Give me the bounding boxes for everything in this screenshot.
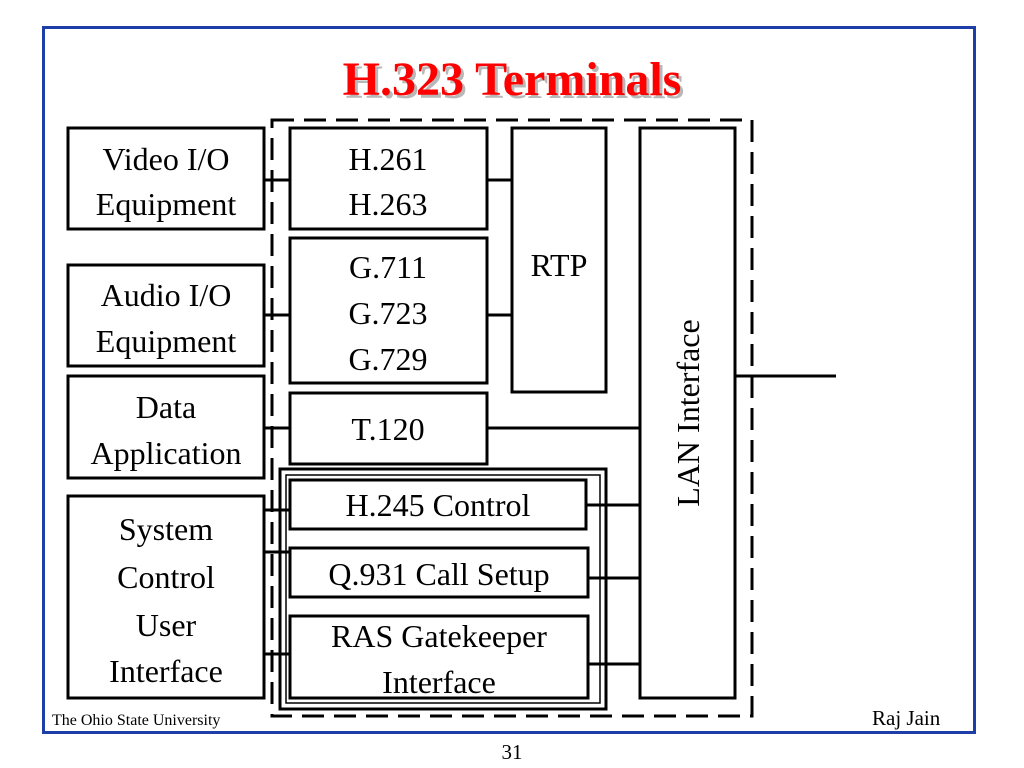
audio-io-box <box>66 263 266 368</box>
data-application-box <box>66 374 266 480</box>
q931-label: Q.931 Call Setup <box>328 556 549 592</box>
lan-interface-box <box>638 126 737 700</box>
page-number: 31 <box>501 740 523 764</box>
ras-label-1: RAS Gatekeeper <box>331 618 547 654</box>
footer-university: The Ohio State University <box>52 712 221 729</box>
connector-lines <box>264 178 836 666</box>
system-control-box <box>66 494 266 700</box>
audio-codec-label-2: G.723 <box>348 295 427 331</box>
video-io-label-2: Equipment <box>96 186 237 222</box>
ras-box <box>288 614 590 700</box>
audio-codec-label-1: G.711 <box>349 249 427 285</box>
video-io-label-1: Video I/O <box>103 141 230 177</box>
system-control-label-2: Control <box>117 559 215 595</box>
audio-codec-box <box>288 236 489 385</box>
system-control-label-4: Interface <box>109 653 223 689</box>
control-group-inner <box>285 474 601 704</box>
video-codec-label-2: H.263 <box>348 186 427 222</box>
terminal-boundary <box>270 118 754 718</box>
footer-author: Raj Jain <box>872 706 941 730</box>
t120-box <box>288 391 489 466</box>
audio-codec-label-3: G.729 <box>348 341 427 377</box>
rtp-label: RTP <box>531 247 588 283</box>
system-control-label-1: System <box>119 511 213 547</box>
slide-frame <box>42 26 976 734</box>
video-codec-box <box>288 126 489 231</box>
data-app-label-2: Application <box>90 435 241 471</box>
audio-io-label-2: Equipment <box>96 323 237 359</box>
video-codec-label-1: H.261 <box>348 141 427 177</box>
ras-label-2: Interface <box>382 664 496 700</box>
audio-io-label-1: Audio I/O <box>101 277 232 313</box>
h245-label: H.245 Control <box>346 487 531 523</box>
q931-box <box>288 546 590 599</box>
video-io-box <box>66 126 266 231</box>
h245-box <box>288 478 588 531</box>
t120-label: T.120 <box>351 411 424 447</box>
system-control-label-3: User <box>136 607 197 643</box>
slide-title: H.323 Terminals <box>342 53 682 106</box>
rtp-box <box>510 126 608 394</box>
control-group-outer <box>278 467 608 711</box>
lan-interface-label: LAN Interface <box>670 319 706 506</box>
data-app-label-1: Data <box>136 389 196 425</box>
